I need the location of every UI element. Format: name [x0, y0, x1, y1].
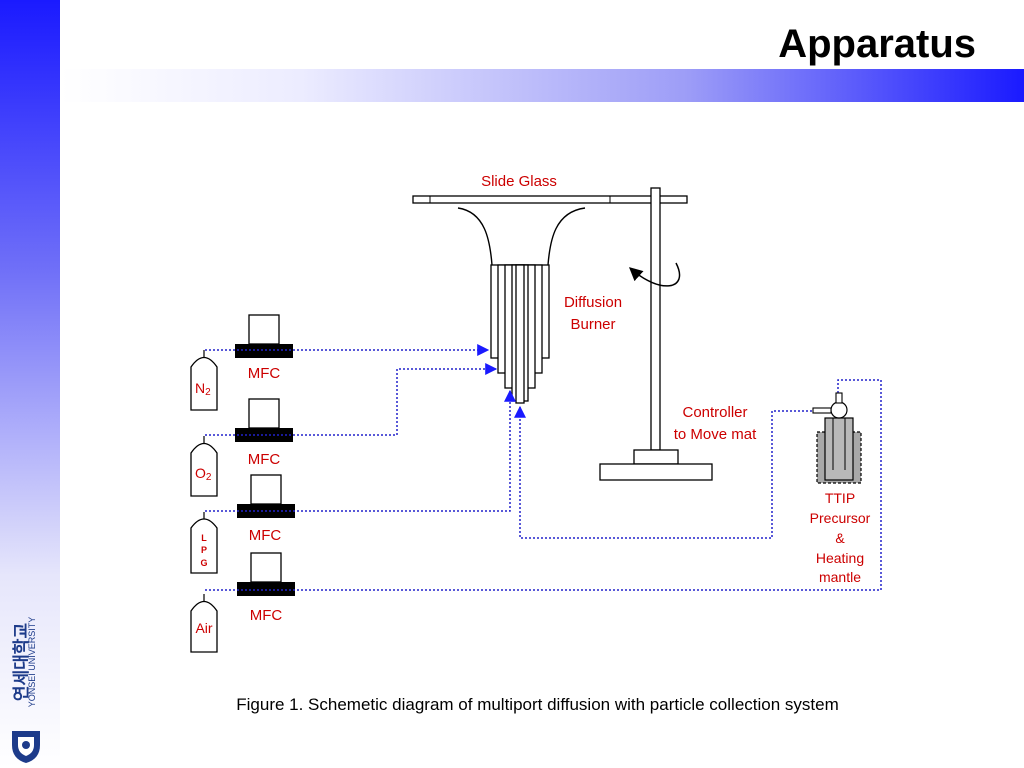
svg-text:P: P	[201, 545, 207, 555]
diffusion-burner-label-1: Diffusion	[564, 294, 622, 311]
svg-text:N2: N2	[195, 380, 211, 398]
lpg-cylinder: L P G	[190, 512, 218, 574]
logo-english-text: YONSEI UNIVERSITY	[27, 616, 37, 708]
n2-cylinder: N2	[190, 350, 218, 411]
svg-text:O2: O2	[195, 465, 212, 483]
diffusion-burner	[457, 207, 586, 404]
slide-glass	[412, 195, 688, 204]
ttip-label-2: Precursor	[810, 510, 871, 526]
ttip-label-1: TTIP	[825, 490, 855, 506]
left-accent-bar	[0, 0, 60, 768]
slide-glass-label: Slide Glass	[481, 173, 557, 190]
logo-korean-text: 연세대학교	[12, 622, 32, 702]
o2-cylinder: O2	[190, 436, 218, 497]
ttip-label-4: Heating	[816, 550, 864, 566]
svg-text:MFC: MFC	[250, 607, 283, 624]
svg-text:L: L	[201, 533, 207, 543]
shield-icon	[12, 731, 40, 763]
gas-lines	[205, 344, 882, 591]
mfc-unit-4: MFC	[237, 552, 295, 624]
controller-label-2: to Move mat	[674, 426, 757, 443]
svg-text:Air: Air	[195, 620, 212, 636]
ttip-heating-mantle	[812, 392, 862, 484]
svg-text:MFC: MFC	[248, 365, 281, 382]
stand	[599, 187, 713, 481]
svg-text:MFC: MFC	[248, 451, 281, 468]
yonsei-logo: 연세대학교 YONSEI UNIVERSITY	[8, 600, 44, 763]
rotation-arrow	[628, 262, 681, 287]
mfc-unit-1: MFC	[235, 314, 293, 382]
ttip-label-3: &	[835, 530, 845, 546]
diffusion-burner-label-2: Burner	[570, 316, 615, 333]
figure-caption: Figure 1. Schemetic diagram of multiport…	[236, 695, 839, 714]
air-cylinder: Air	[190, 594, 218, 653]
slide-title: Apparatus	[778, 22, 976, 66]
mfc-unit-2: MFC	[235, 398, 293, 468]
controller-label-1: Controller	[682, 404, 747, 421]
svg-text:G: G	[200, 558, 207, 568]
title-gradient-band	[60, 69, 1024, 102]
svg-text:MFC: MFC	[249, 527, 282, 544]
ttip-label-5: mantle	[819, 569, 861, 585]
mfc-unit-3: MFC	[237, 474, 295, 544]
